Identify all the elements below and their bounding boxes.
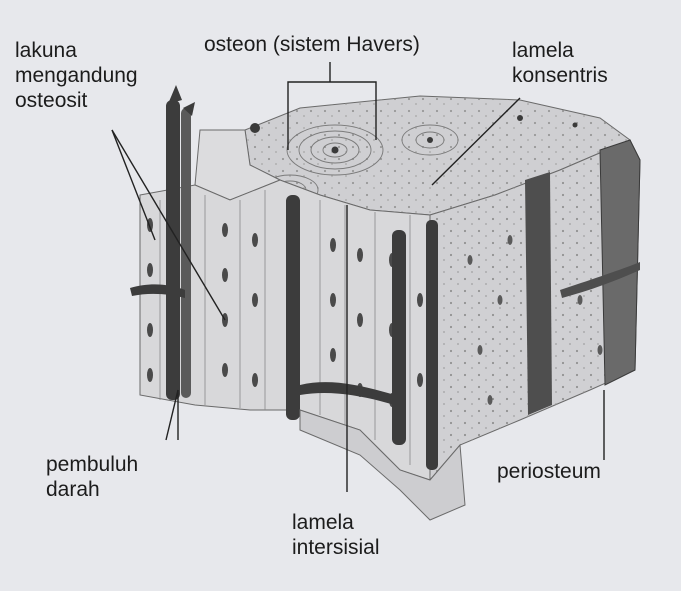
label-periosteum: periosteum [497,460,601,483]
label-lamela-konsentris-line1: lamela [512,39,574,62]
label-lamela-konsentris-line2: konsentris [512,64,608,87]
label-pembuluh-darah-line1: pembuluh [46,453,139,476]
label-lamela-intersisial-line2: intersisial [292,536,380,559]
label-osteon: osteon (sistem Havers) [204,33,420,56]
leader-lines [111,62,605,492]
label-lamela-intersisial: lamela intersisial [292,510,380,560]
label-pembuluh-darah-line2: darah [46,478,100,501]
label-lamela-konsentris: lamela konsentris [512,38,608,88]
label-pembuluh-darah: pembuluh darah [46,452,138,502]
label-lakuna-line2: mengandung [15,64,138,87]
label-lakuna-line3: osteosit [15,89,88,112]
blood-vessels [130,85,438,470]
label-lakuna-line1: lakuna [15,39,77,62]
periosteum-layer [599,139,641,386]
interstitial-section [299,409,466,521]
label-lakuna: lakuna mengandung osteosit [15,38,138,113]
label-lamela-intersisial-line1: lamela [292,511,354,534]
